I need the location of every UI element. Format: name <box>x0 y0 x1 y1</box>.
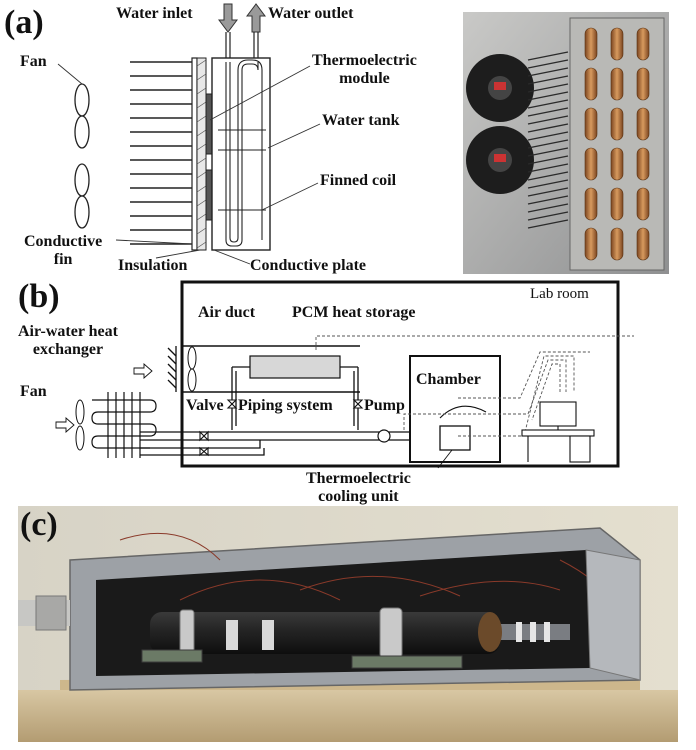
air-water-heat-exchanger <box>91 392 157 458</box>
te-unit-photo <box>463 12 669 274</box>
label-valve: Valve <box>186 397 224 414</box>
panel-b-schematic <box>55 280 634 469</box>
sensor-wiring <box>315 335 634 437</box>
pump <box>377 429 391 443</box>
panel-c-letter: (c) <box>20 506 58 543</box>
label-conductive-fin: Conductive fin <box>24 233 103 268</box>
label-water-inlet: Water inlet <box>116 5 193 22</box>
label-chamber: Chamber <box>416 371 481 388</box>
photo-copper-tubes <box>584 27 650 261</box>
water-outlet-arrow <box>246 3 266 33</box>
label-lab-room: Lab room <box>530 286 589 302</box>
label-piping-system: Piping system <box>238 397 333 414</box>
panel-a-letter: (a) <box>4 4 44 41</box>
label-conductive-plate: Conductive plate <box>250 257 366 274</box>
te-cooling-unit <box>439 425 471 451</box>
conductive-fins <box>130 61 192 245</box>
fan-top <box>74 83 90 149</box>
label-insulation: Insulation <box>118 257 188 274</box>
valves <box>199 399 364 457</box>
label-fan-b: Fan <box>20 383 47 400</box>
photo-fan-bottom <box>466 126 534 194</box>
label-air-duct: Air duct <box>198 304 256 321</box>
panel-b-letter: (b) <box>18 278 60 315</box>
fan-bottom <box>74 163 90 229</box>
water-inlet-arrow <box>218 3 238 33</box>
label-fan-a: Fan <box>20 53 47 70</box>
panel-a-schematic <box>57 3 321 265</box>
photo-fan-top <box>466 54 534 122</box>
label-finned-coil: Finned coil <box>320 172 397 189</box>
hx-fan <box>75 399 85 451</box>
computer-desk <box>521 401 595 463</box>
lab-room-outline <box>180 280 620 468</box>
label-te-cooling-unit: Thermoelectric cooling unit <box>306 470 411 506</box>
water-tank <box>211 57 271 251</box>
label-pcm-heat-storage: PCM heat storage <box>292 304 416 321</box>
piping-system <box>140 366 440 456</box>
photo-fins <box>527 51 569 229</box>
label-water-tank: Water tank <box>322 112 400 129</box>
pcm-cylinder <box>150 612 500 654</box>
label-thermoelectric-module: Thermoelectric module <box>312 52 417 88</box>
label-pump: Pump <box>364 397 405 414</box>
finned-coil <box>218 59 266 247</box>
label-air-water-hx: Air-water heat exchanger <box>18 323 118 359</box>
label-water-outlet: Water outlet <box>268 5 354 22</box>
